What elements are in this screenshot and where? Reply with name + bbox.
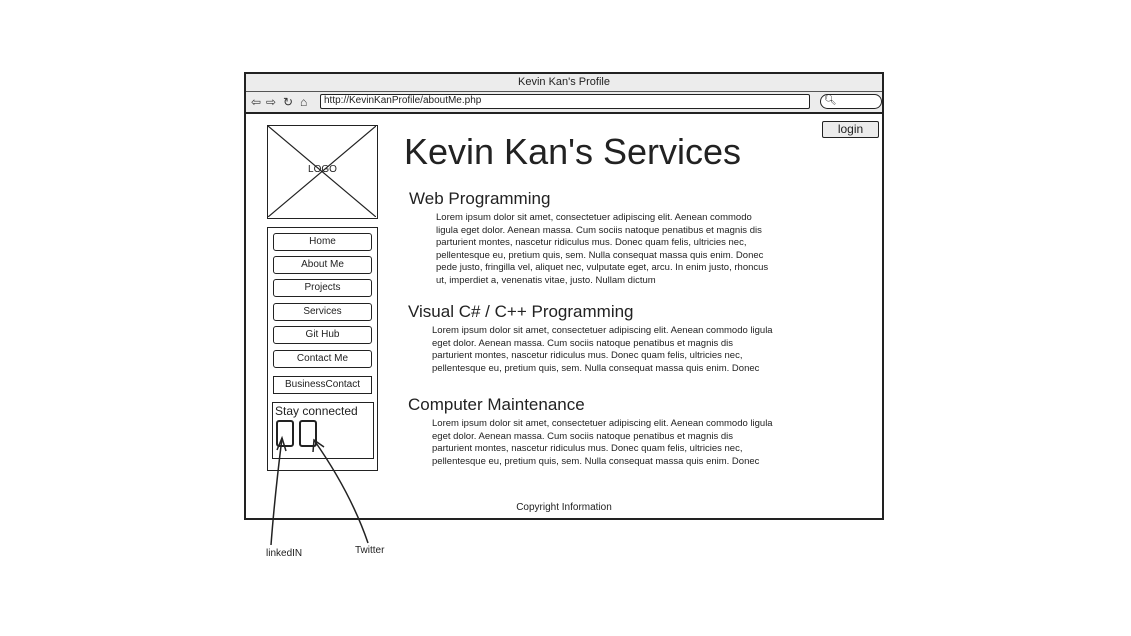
stay-connected-label: Stay connected	[275, 404, 358, 418]
browser-toolbar: ⇦ ⇨ ↻ ⌂ http://KevinKanProfile/aboutMe.p…	[246, 92, 882, 114]
refresh-icon[interactable]: ↻	[283, 95, 294, 109]
search-icon: 🔍︎	[824, 95, 837, 106]
page-title: Kevin Kan's Services	[404, 131, 742, 172]
logo-label: LOGO	[308, 164, 337, 175]
section-title-computer-maintenance: Computer Maintenance	[408, 395, 585, 414]
twitter-arrow	[313, 439, 369, 544]
back-arrow-icon[interactable]: ⇦	[251, 95, 262, 109]
login-button[interactable]: login	[822, 121, 879, 138]
nav-item-home[interactable]: Home	[273, 233, 372, 251]
annotation-twitter: Twitter	[355, 545, 385, 556]
twitter-button[interactable]	[299, 420, 317, 447]
sidebar-nav: Home About Me Projects Services Git Hub …	[267, 227, 378, 471]
section-title-web-programming: Web Programming	[409, 189, 551, 208]
section-text-visual-csharp: Lorem ipsum dolor sit amet, consectetuer…	[432, 325, 773, 374]
logo-placeholder: LOGO	[267, 125, 378, 219]
url-input[interactable]: http://KevinKanProfile/aboutMe.php	[320, 94, 810, 109]
linkedin-arrowhead	[276, 435, 287, 452]
nav-item-business-contact[interactable]: BusinessContact	[273, 376, 372, 394]
nav-item-contact-me[interactable]: Contact Me	[273, 350, 372, 368]
section-title-visual-csharp: Visual C# / C++ Programming	[408, 302, 634, 321]
linkedin-arrow	[270, 437, 283, 546]
section-text-web-programming: Lorem ipsum dolor sit amet, consectetuer…	[436, 212, 769, 286]
section-text-computer-maintenance: Lorem ipsum dolor sit amet, consectetuer…	[432, 418, 773, 467]
annotation-linkedin: linkedIN	[266, 548, 303, 559]
footer-copyright: Copyright Information	[516, 502, 612, 513]
nav-item-projects[interactable]: Projects	[273, 279, 372, 297]
forward-arrow-icon[interactable]: ⇨	[266, 95, 277, 109]
search-input[interactable]: 🔍︎	[820, 94, 882, 109]
nav-item-services[interactable]: Services	[273, 303, 372, 321]
home-icon[interactable]: ⌂	[300, 95, 308, 109]
nav-item-git-hub[interactable]: Git Hub	[273, 326, 372, 344]
nav-item-about-me[interactable]: About Me	[273, 256, 372, 274]
twitter-arrowhead	[312, 438, 325, 453]
browser-window: Kevin Kan's Profile ⇦ ⇨ ↻ ⌂ http://Kevin…	[244, 72, 884, 520]
window-title: Kevin Kan's Profile	[246, 74, 882, 92]
logo-cross-lines	[268, 126, 376, 217]
